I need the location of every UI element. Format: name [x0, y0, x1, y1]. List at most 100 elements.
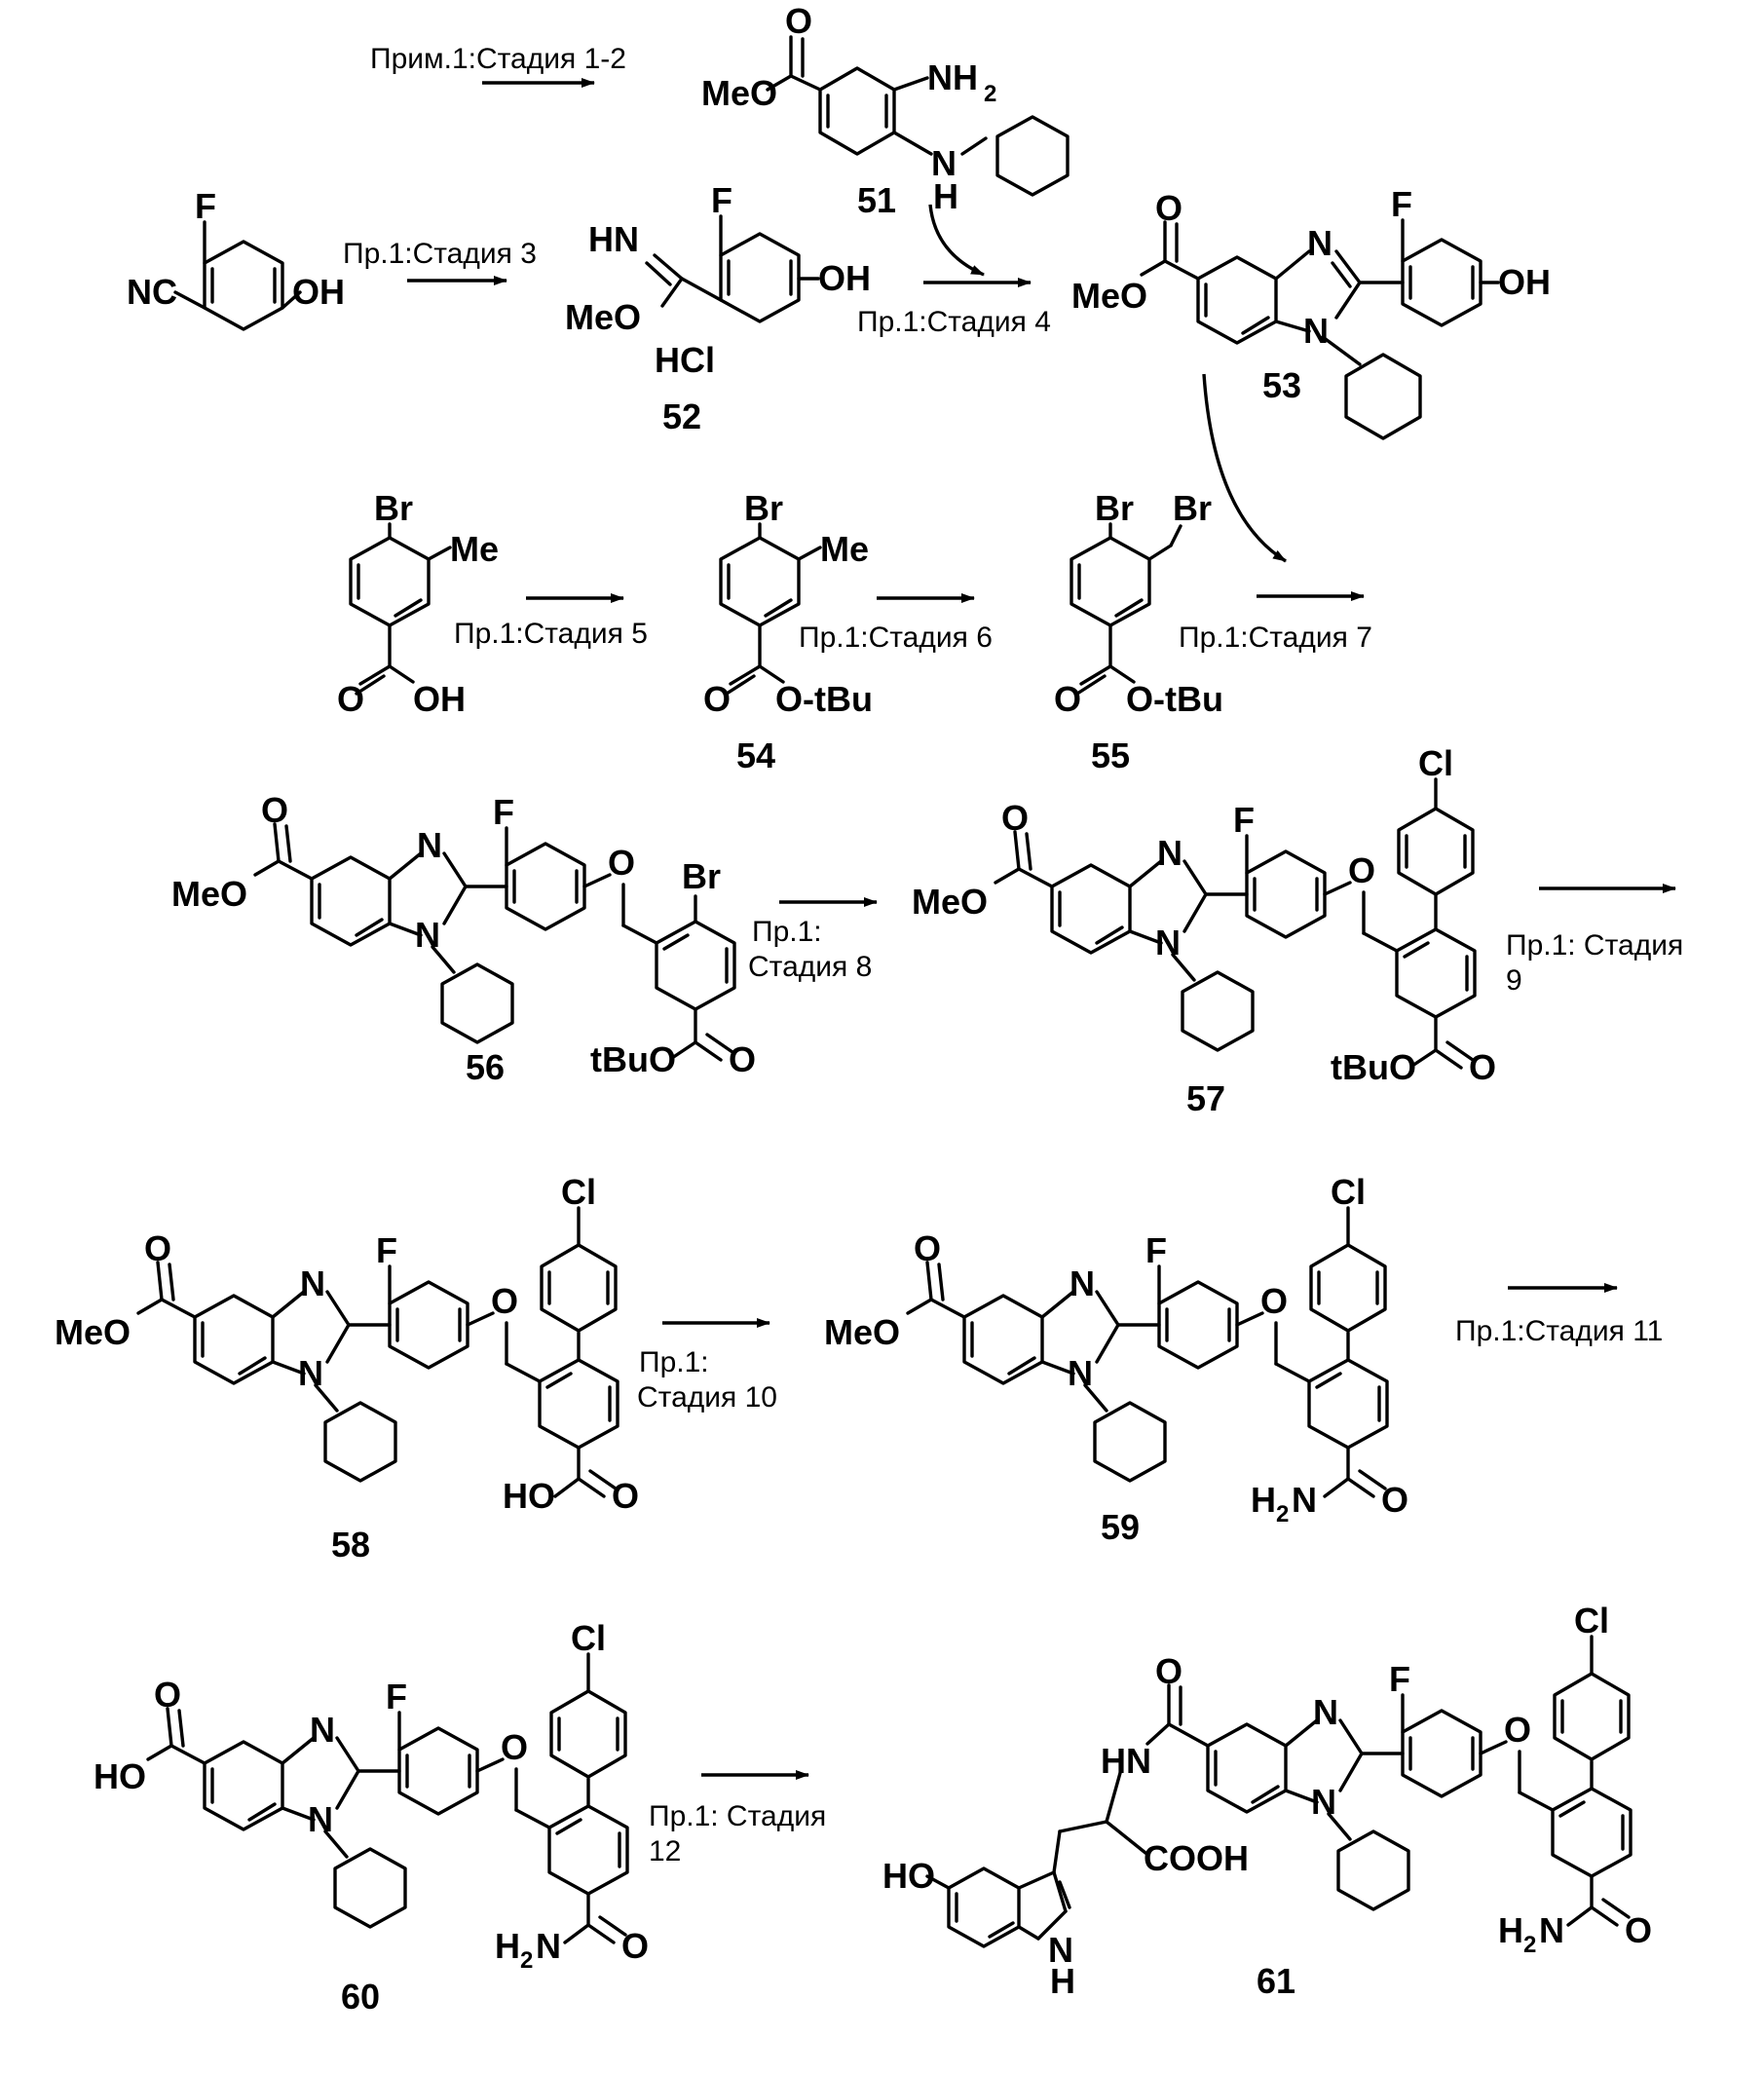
atom-oh: OH — [413, 679, 466, 719]
atom-o: O — [261, 790, 288, 830]
atom-otbu: O-tBu — [775, 679, 873, 719]
atom-f: F — [493, 792, 514, 832]
atom-meo: MeO — [171, 874, 247, 914]
atom-o: O — [621, 1926, 649, 1966]
atom-me: Me — [820, 529, 869, 569]
atom-o: O — [1260, 1281, 1288, 1321]
atom-o: O — [914, 1228, 941, 1268]
atom-f: F — [1389, 1659, 1410, 1699]
step-label-8a: Пр.1: — [752, 916, 822, 948]
atom-o: O — [1155, 1651, 1182, 1691]
compound-fluoro-cyanophenol: F NC OH — [127, 186, 345, 329]
atom-o: O — [785, 1, 812, 41]
atom-n: N — [298, 1353, 323, 1393]
atom-meo: MeO — [55, 1312, 131, 1352]
atom-meo: MeO — [912, 882, 988, 922]
atom-n: N — [417, 825, 442, 865]
compound-number-59: 59 — [1101, 1507, 1140, 1547]
step-label-1-2: Прим.1:Стадия 1-2 — [370, 43, 626, 75]
atom-oh: OH — [292, 272, 345, 312]
atom-h2n: H — [495, 1926, 520, 1966]
atom-cl: Cl — [1331, 1172, 1366, 1212]
atom-h2n: H — [1251, 1480, 1276, 1520]
compound-number-57: 57 — [1186, 1078, 1225, 1118]
atom-otbu: O-tBu — [1126, 679, 1223, 719]
atom-n: N — [1311, 1782, 1336, 1822]
atom-o: O — [1348, 850, 1375, 890]
atom-o: O — [1504, 1710, 1531, 1750]
compound-58: O MeO N N F O Cl HO O — [55, 1172, 639, 1516]
atom-me: Me — [450, 529, 499, 569]
compound-number-58: 58 — [331, 1525, 370, 1565]
atom-n: N — [310, 1710, 335, 1750]
atom-n: N — [1155, 923, 1181, 962]
atom-f: F — [195, 186, 216, 226]
atom-n: N — [1307, 223, 1332, 263]
atom-n: N — [1070, 1263, 1095, 1303]
step-label-9b: 9 — [1506, 964, 1522, 997]
step-label-12a: Пр.1: Стадия — [649, 1800, 826, 1832]
atom-br: Br — [1095, 488, 1134, 528]
atom-ho: HO — [882, 1856, 935, 1896]
atom-nc: NC — [127, 272, 177, 312]
step-label-4: Пр.1:Стадия 4 — [857, 306, 1051, 338]
compound-56: O MeO N N F O Br tBuO O — [171, 790, 756, 1079]
atom-f: F — [386, 1677, 407, 1716]
step-label-10b: Стадия 10 — [637, 1381, 777, 1414]
atom-n: N — [1303, 311, 1329, 351]
atom-br: Br — [744, 488, 783, 528]
compound-number-61: 61 — [1257, 1961, 1295, 2001]
atom-f: F — [376, 1230, 397, 1270]
step-label-7: Пр.1:Стадия 7 — [1179, 622, 1372, 654]
compound-number-54: 54 — [736, 735, 775, 775]
compound-number-52: 52 — [662, 396, 701, 436]
compound-number-60: 60 — [341, 1977, 380, 2017]
compound-number-56: 56 — [466, 1047, 505, 1087]
compound-54: Br Me O O-tBu — [703, 488, 873, 719]
compound-59: O MeO N N F O Cl H 2 N O — [824, 1172, 1408, 1527]
atom-o: O — [1469, 1047, 1496, 1087]
atom-hcl: HCl — [655, 340, 715, 380]
atom-subscript-2: 2 — [520, 1947, 533, 1974]
atom-oh: OH — [1498, 262, 1551, 302]
compound-number-51: 51 — [857, 180, 896, 220]
compound-52: F OH HN MeO HCl — [565, 180, 871, 380]
atom-meo: MeO — [824, 1312, 900, 1352]
atom-o: O — [729, 1039, 756, 1079]
atom-n: N — [308, 1799, 333, 1839]
atom-ho: HO — [94, 1756, 146, 1796]
atom-o: O — [1155, 188, 1182, 228]
atom-nh2: NH — [927, 57, 978, 97]
step-label-8b: Стадия 8 — [748, 951, 872, 983]
atom-cooh: COOH — [1144, 1838, 1249, 1878]
atom-f: F — [1391, 184, 1412, 224]
atom-o: O — [144, 1228, 171, 1268]
atom-h: H — [933, 176, 958, 216]
atom-ho: HO — [503, 1476, 555, 1516]
atom-o: O — [491, 1281, 518, 1321]
atom-tbuo: tBuO — [1331, 1047, 1416, 1087]
step-label-3: Пр.1:Стадия 3 — [343, 238, 537, 270]
atom-o: O — [1001, 798, 1029, 838]
atom-subscript-2: 2 — [1523, 1932, 1536, 1958]
atom-f: F — [1145, 1230, 1167, 1270]
atom-f: F — [1233, 800, 1255, 840]
atom-cl: Cl — [1418, 743, 1453, 783]
atom-n: N — [536, 1926, 561, 1966]
atom-subscript-2: 2 — [1276, 1501, 1289, 1527]
compound-61: HO N H HN COOH O N N F O Cl H 2 N O — [882, 1601, 1652, 2001]
atom-meo: MeO — [701, 73, 777, 113]
atom-o: O — [1625, 1910, 1652, 1950]
atom-hn: HN — [1101, 1741, 1151, 1781]
atom-subscript-2: 2 — [984, 81, 996, 107]
atom-cl: Cl — [571, 1618, 606, 1658]
atom-h2n: H — [1498, 1910, 1523, 1950]
atom-meo: MeO — [1071, 276, 1147, 316]
step-label-12b: 12 — [649, 1835, 681, 1867]
atom-o: O — [1381, 1480, 1408, 1520]
step-label-9a: Пр.1: Стадия — [1506, 929, 1683, 962]
compound-53: O MeO N N F OH — [1071, 184, 1551, 438]
step-label-10a: Пр.1: — [639, 1346, 709, 1378]
atom-cl: Cl — [1574, 1601, 1609, 1640]
atom-n: N — [1313, 1692, 1338, 1732]
